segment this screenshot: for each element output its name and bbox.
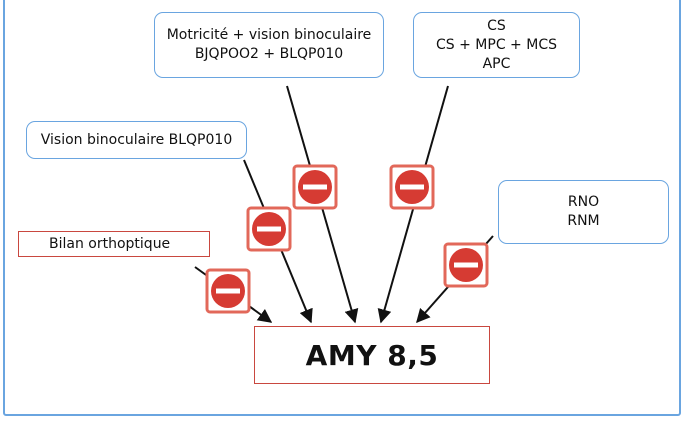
rno-box: RNO RNM [498, 180, 669, 244]
no-entry-sign-icon [389, 164, 435, 210]
diagram-frame [3, 0, 681, 416]
cs-line-1: CS [487, 17, 506, 34]
vision-line-1: Vision binoculaire BLQP010 [40, 131, 233, 148]
rno-line-2: RNM [567, 213, 600, 229]
amy-label: AMY 8,5 [305, 338, 439, 372]
no-entry-sign-icon [443, 242, 489, 288]
motricite-line-1: Motricité + vision binoculaire [166, 27, 372, 43]
vision-binoculaire-box: Vision binoculaire BLQP010 [26, 121, 247, 159]
motricite-line-2: BJQPOO2 + BLQP010 [194, 46, 344, 62]
no-entry-sign-icon [246, 206, 292, 252]
bilan-line-1: Bilan orthoptique [49, 235, 171, 252]
amy-target-box: AMY 8,5 [254, 326, 490, 384]
bilan-orthoptique-box: Bilan orthoptique [18, 231, 210, 257]
rno-line-1: RNO [567, 194, 600, 210]
cs-box: CS CS + MPC + MCS APC [413, 12, 580, 78]
cs-line-2: CS + MPC + MCS [436, 36, 557, 53]
no-entry-sign-icon [292, 164, 338, 210]
cs-line-3: APC [482, 55, 511, 72]
no-entry-sign-icon [205, 268, 251, 314]
motricite-box: Motricité + vision binoculaire BJQPOO2 +… [154, 12, 384, 78]
